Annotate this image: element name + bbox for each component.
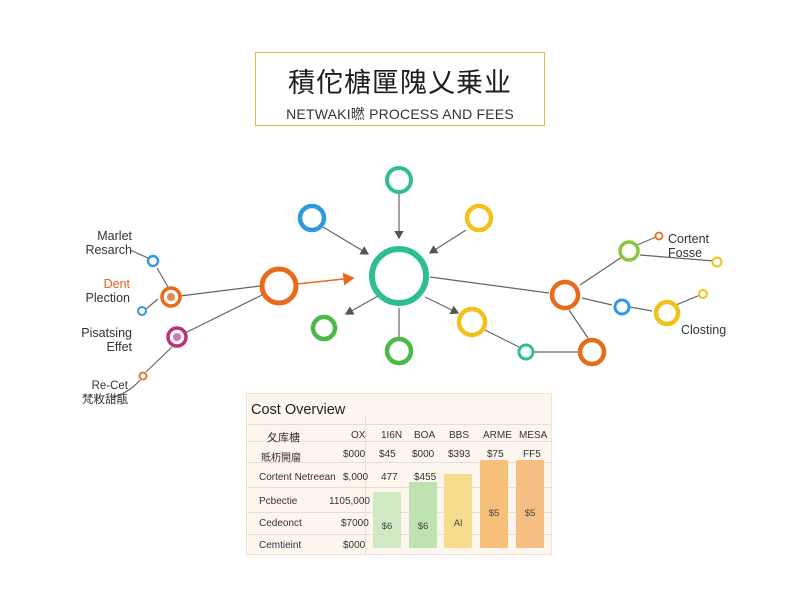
edge-big-orange-left1: [179, 285, 261, 297]
edge-blue-center: [322, 226, 370, 255]
cost-cell: $455: [414, 472, 437, 483]
cost-row-value: $7000: [341, 518, 369, 529]
node-orange-bottom-right: [577, 337, 607, 367]
nodes: [137, 166, 723, 381]
cost-row-name: Cortent Netreean: [259, 472, 336, 483]
node-top: [385, 166, 413, 194]
cost-row-name: Cedeonct: [259, 518, 302, 529]
node-dot-yellow-rt2: [698, 289, 708, 299]
node-green-small: [517, 343, 535, 361]
node-blue-top: [297, 203, 327, 233]
node-left-orange-small: [138, 371, 148, 381]
cost-col-header: 1I6N: [381, 430, 403, 441]
node-orange-big: [259, 266, 299, 306]
cost-col-header: BBS: [449, 430, 470, 441]
cost-col-header: 夂库榶: [267, 432, 300, 444]
edge-mar-1: [156, 267, 169, 288]
edges: [111, 193, 715, 399]
node-left-blue: [146, 254, 160, 268]
cost-bar-label-5: $5: [524, 508, 536, 519]
edge-center-right: [429, 276, 550, 294]
page-title: 積佗榶匰隗乂乗业: [288, 68, 512, 99]
cost-title: Cost Overview: [251, 402, 346, 418]
cost-row-name: Cemtieint: [259, 540, 302, 551]
node-yellow-top: [464, 203, 494, 233]
cost-cell: $393: [448, 449, 471, 460]
cost-cell: 477: [381, 472, 398, 483]
edge-mar-2: [145, 298, 159, 310]
cost-bar-2: [409, 482, 437, 548]
edge-lime-dot: [636, 236, 657, 246]
cost-bar-5: [516, 460, 544, 548]
edge-yellow3-dot: [675, 294, 701, 306]
cost-row-value: $,000: [343, 472, 369, 483]
cost-row-value: $000: [343, 449, 366, 460]
cost-bar-4: [480, 460, 508, 548]
node-green-bottom: [384, 336, 414, 366]
edge-big-orange-left2: [184, 294, 263, 334]
node-yellow-right: [653, 299, 681, 327]
page-subtitle: NETWAKI㬗 PROCESS AND FEES: [286, 106, 514, 122]
edge-mar-4: [129, 249, 149, 259]
node-blue-right: [613, 298, 631, 316]
node-yellow-mid: [456, 306, 488, 338]
cost-col-header: MESA: [519, 430, 548, 441]
node-dot-yellow-rt: [711, 256, 723, 268]
cost-cell: $000: [412, 449, 435, 460]
node-left-blue2: [137, 306, 147, 316]
cost-overview-panel: Cost Overview $6 $6 Al $5 $5 夂库榶 OX 1I6N…: [246, 393, 552, 555]
cost-col-header: OX: [351, 430, 366, 441]
cost-cell: FF5: [523, 449, 541, 460]
label-closting: Closting: [681, 323, 727, 337]
edge-center-yellow2: [424, 296, 460, 315]
edge-yellow-center: [428, 229, 467, 254]
cost-row-name: Pcbectie: [259, 496, 298, 507]
cost-bar-label-4: $5: [488, 508, 500, 519]
cost-bar-3: [444, 474, 472, 548]
edge-right-lime: [579, 256, 623, 286]
cost-bar-label-3: Al: [453, 518, 463, 529]
edge-yellow2-small: [484, 329, 520, 348]
label-pisatsing: Pisatsing Effet: [81, 326, 132, 354]
label-point-plection: Dent Plection: [85, 277, 130, 305]
node-lime-right: [618, 240, 640, 262]
cost-bar-label-1: $6: [381, 521, 393, 532]
cost-row-value: 1105,000: [329, 496, 370, 507]
cost-row-value: $000: [343, 540, 366, 551]
edge-right-blue: [581, 297, 613, 306]
edge-blue-yellow3: [629, 306, 653, 312]
label-market-research: Marlet Resarch: [85, 229, 132, 257]
edge-orange-center: [296, 272, 355, 286]
label-content-fosse: Cortent Fosse: [668, 232, 709, 260]
cost-row-name: 貾杤開廇: [261, 453, 301, 464]
edge-mar-3: [145, 346, 173, 373]
edge-recet-line: [111, 379, 141, 399]
edge-center-green: [344, 295, 379, 315]
cost-cell: $45: [379, 449, 396, 460]
title-box: 積佗榶匰隗乂乗业 NETWAKI㬗 PROCESS AND FEES: [255, 52, 545, 126]
cost-cell: $75: [487, 449, 504, 460]
node-orange-right: [549, 279, 581, 311]
node-dot-orange-rt: [654, 231, 664, 241]
node-center: [369, 246, 429, 306]
cost-bar-1: [373, 492, 401, 548]
node-left-orange-inner: [167, 293, 175, 301]
edge-orange-bottom-right: [568, 309, 589, 339]
cost-col-header: BOA: [414, 430, 436, 441]
cost-col-header: ARME: [483, 430, 512, 441]
node-green-left: [310, 314, 338, 342]
label-recet: Re-Cet 梵敉甜瓹: [82, 380, 128, 406]
edge-lime-dot2: [639, 254, 715, 262]
cost-bar-label-2: $6: [417, 521, 429, 532]
node-left-magenta-inner: [173, 333, 181, 341]
